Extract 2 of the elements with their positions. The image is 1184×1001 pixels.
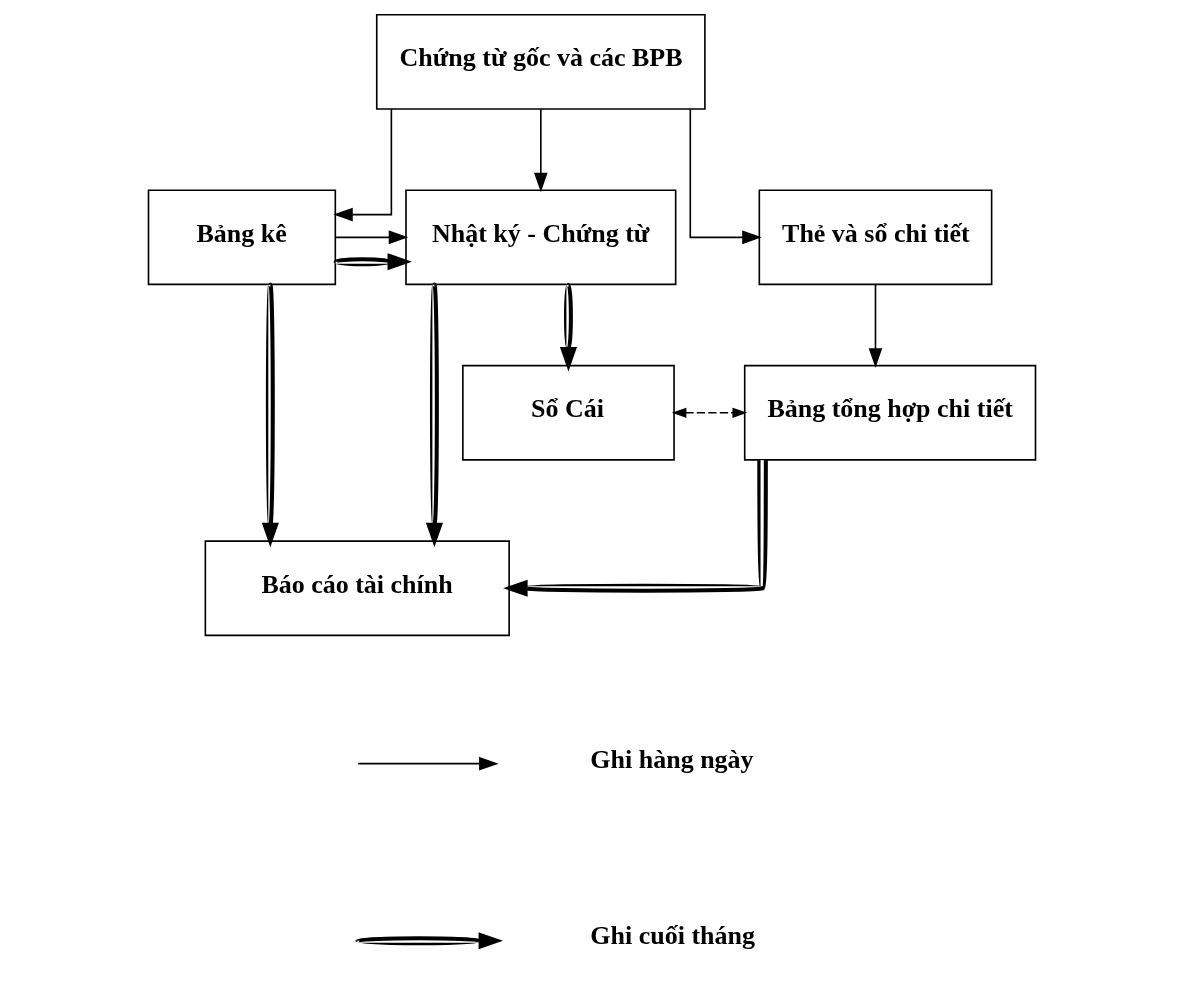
legend-label: Ghi hàng ngày	[590, 745, 754, 775]
legend-label: Ghi cuối tháng	[590, 920, 755, 950]
